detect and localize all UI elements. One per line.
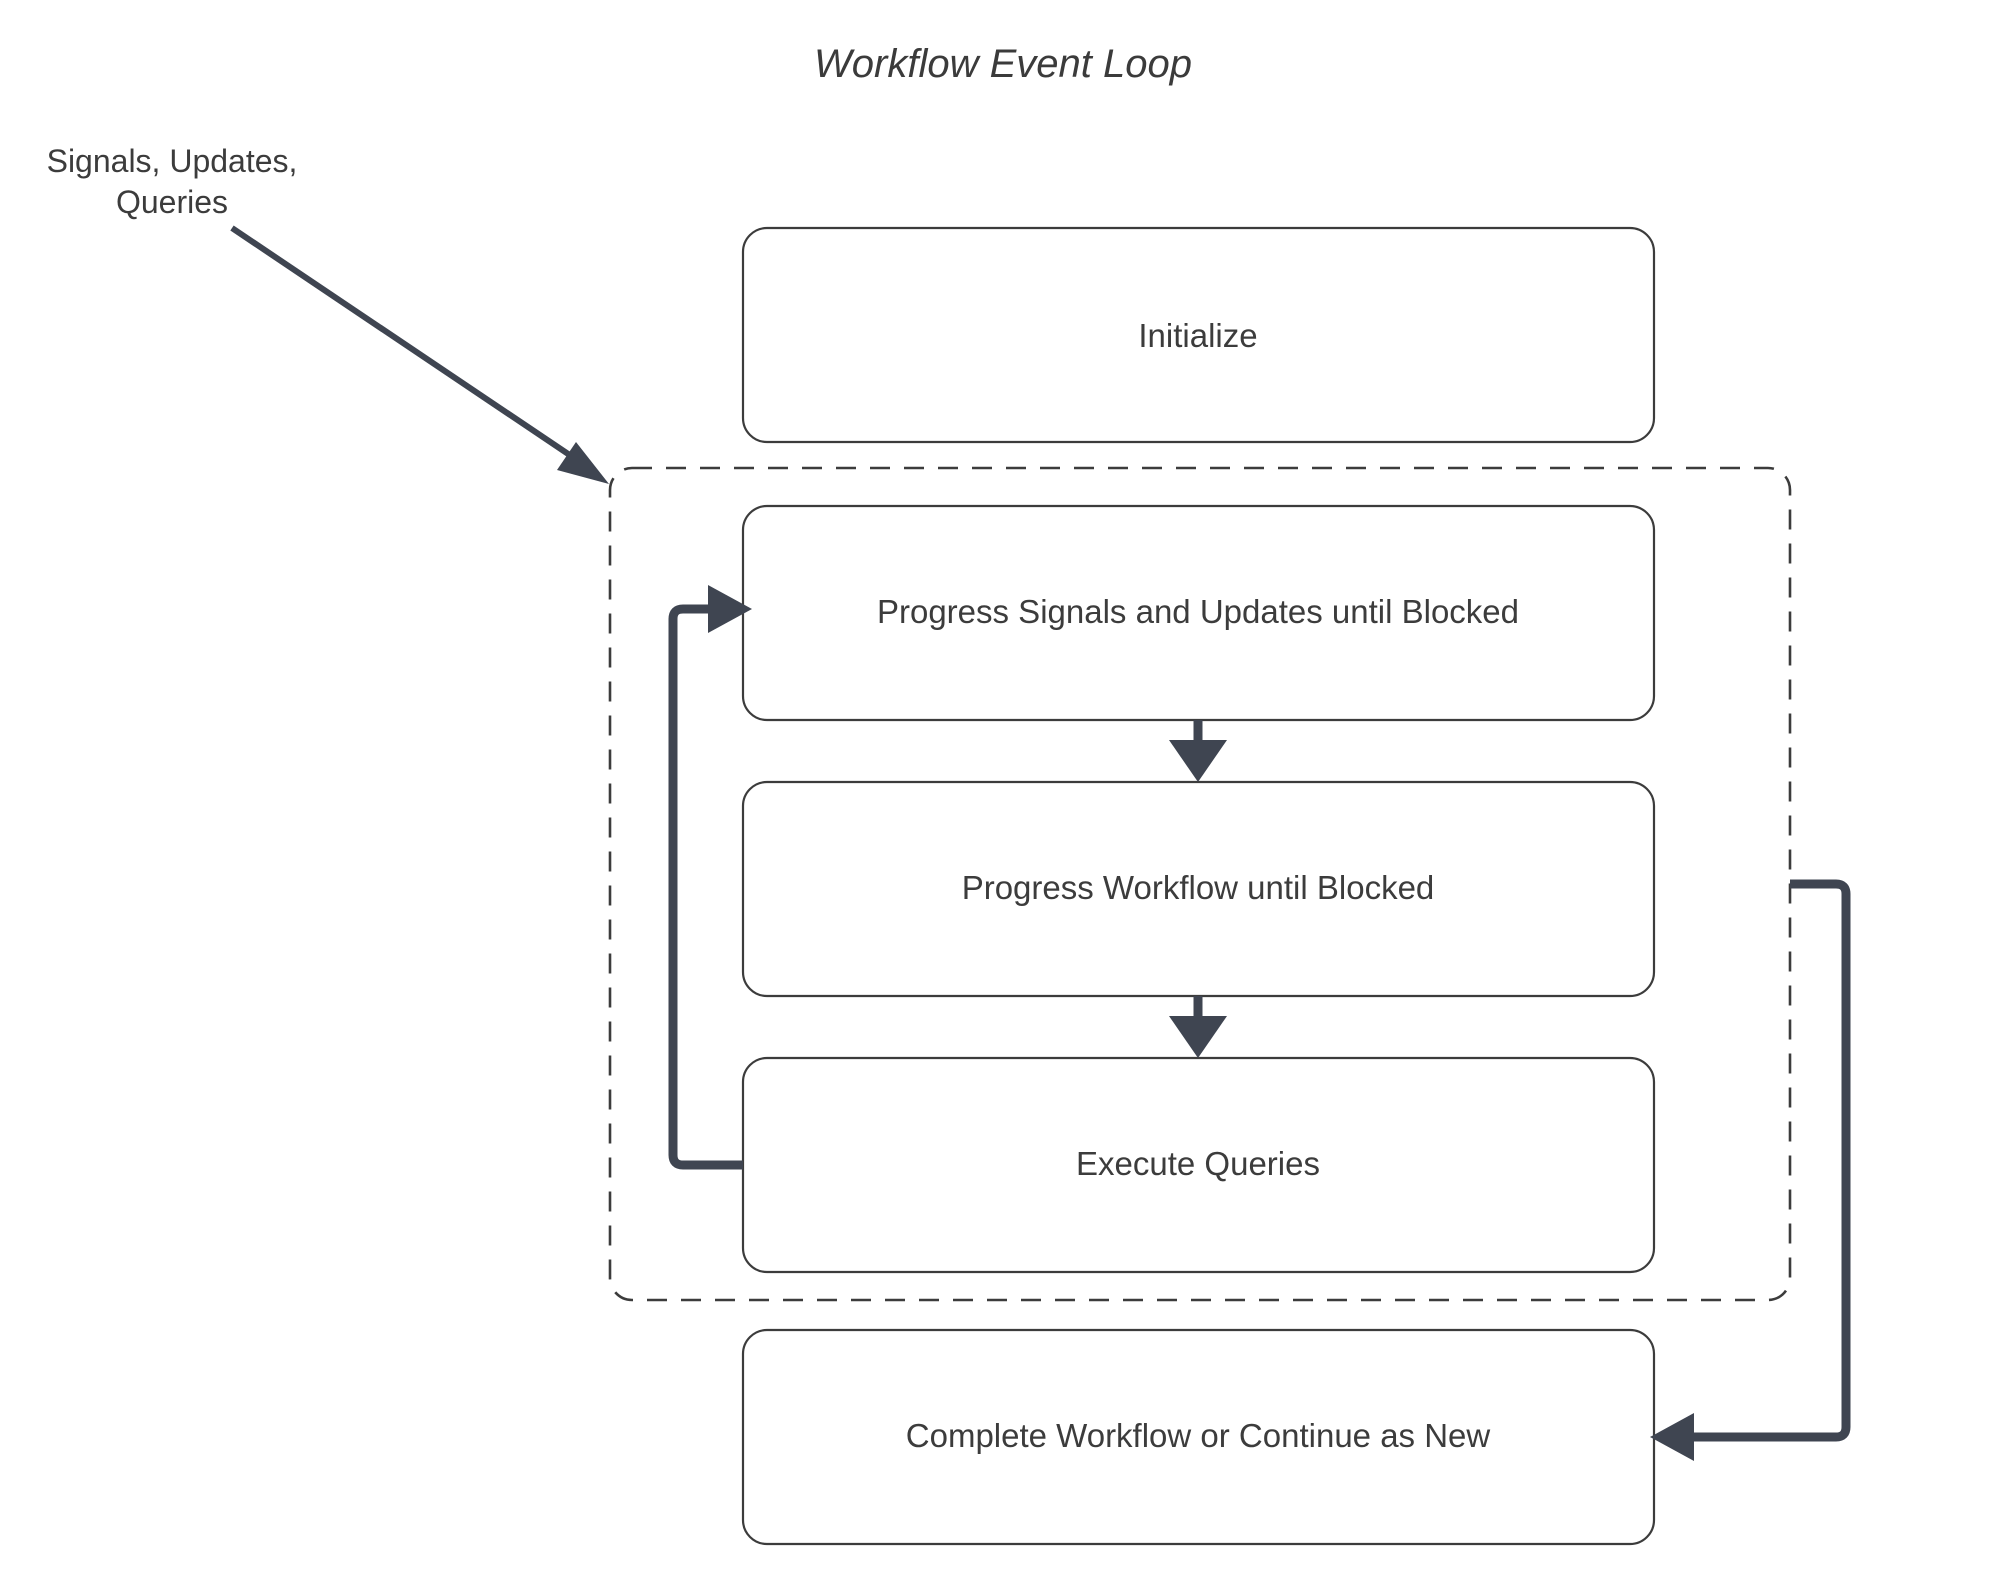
node-progress-signals-label: Progress Signals and Updates until Block… xyxy=(877,593,1519,630)
arrow-loop-exit-right xyxy=(1650,879,1851,1461)
node-initialize-box xyxy=(741,226,1656,444)
node-progress-workflow[interactable]: Progress Workflow until Blocked xyxy=(741,780,1656,998)
input-edge-label-line2: Queries xyxy=(116,184,228,220)
node-initialize[interactable]: Initialize xyxy=(741,226,1656,444)
node-initialize-label: Initialize xyxy=(1138,317,1257,354)
node-progress-workflow-label: Progress Workflow until Blocked xyxy=(962,869,1435,906)
arrow-loopback-left xyxy=(668,585,752,1170)
arrow-workflow-to-queries xyxy=(1169,996,1227,1058)
node-complete-workflow-label: Complete Workflow or Continue as New xyxy=(906,1417,1491,1454)
input-arrow xyxy=(230,225,609,484)
node-progress-signals[interactable]: Progress Signals and Updates until Block… xyxy=(741,504,1656,722)
arrow-signals-to-workflow xyxy=(1169,720,1227,782)
input-edge-label-line1: Signals, Updates, xyxy=(47,143,298,179)
node-execute-queries-label: Execute Queries xyxy=(1076,1145,1320,1182)
diagram-title: Workflow Event Loop xyxy=(814,42,1192,86)
node-execute-queries[interactable]: Execute Queries xyxy=(741,1056,1656,1274)
node-complete-workflow[interactable]: Complete Workflow or Continue as New xyxy=(741,1328,1656,1546)
